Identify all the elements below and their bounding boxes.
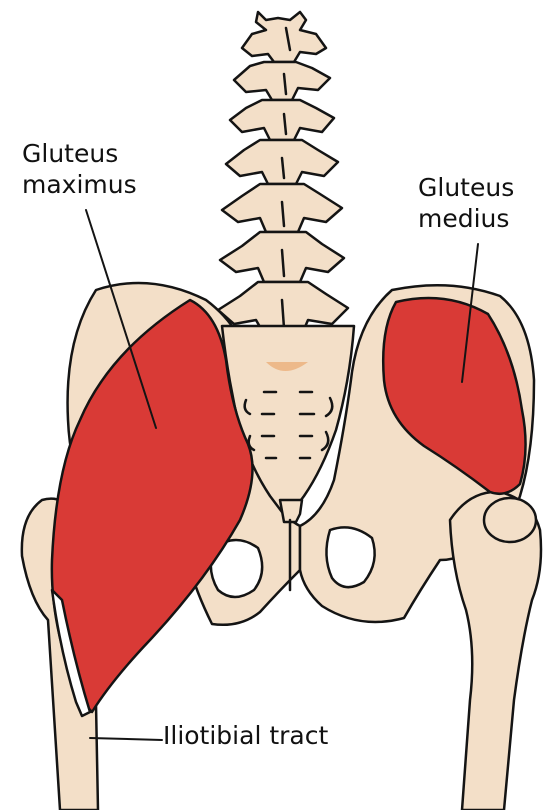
gluteus-medius-label-line2: medius — [418, 203, 514, 234]
iliotibial-tract-label: Iliotibial tract — [163, 720, 328, 751]
gluteus-maximus-label-line1: Gluteus — [22, 138, 137, 169]
lumbar-spine — [218, 12, 348, 334]
gluteus-maximus-label: Gluteus maximus — [22, 138, 137, 200]
gluteus-maximus-label-line2: maximus — [22, 169, 137, 200]
gluteus-medius-label-line1: Gluteus — [418, 172, 514, 203]
gluteus-medius-label: Gluteus medius — [418, 172, 514, 234]
